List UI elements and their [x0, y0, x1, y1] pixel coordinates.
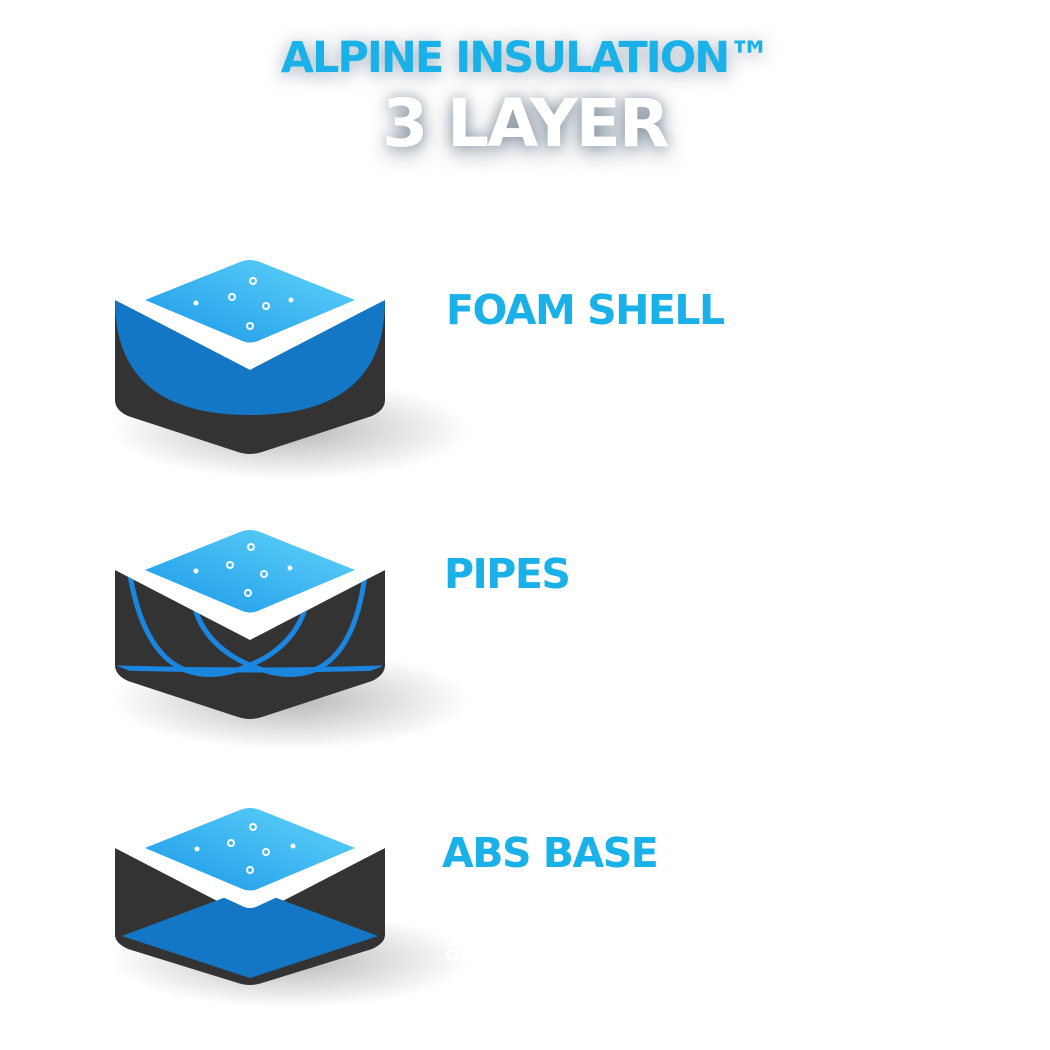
layer-title: ABS BASE [442, 829, 659, 877]
abs-base-cube-icon [110, 798, 470, 1008]
layer-description-line1: Sp [444, 614, 479, 645]
layer-title: PIPES [444, 550, 571, 598]
layer-description-line1: 2 [444, 893, 462, 924]
layer-description-line2: ar [444, 935, 472, 966]
layer-pipes: PIPES Sp wa [0, 0, 1050, 750]
layer-description-line2: wa [444, 656, 483, 687]
page-subtitle: 3 LAYER [382, 85, 669, 162]
layer-description-line1: Sc [446, 350, 478, 381]
foam-shell-cube-icon [110, 250, 470, 480]
layer-abs-base: ABS BASE 2 ar [0, 0, 1050, 1008]
layer-description-line2: hi [446, 392, 471, 423]
pipes-cube-icon [110, 520, 470, 750]
header: ALPINE INSULATION™ 3 LAYER [0, 30, 1050, 162]
layer-title: FOAM SHELL [446, 286, 725, 334]
page-title: ALPINE INSULATION™ [280, 33, 772, 83]
layer-foam-shell: FOAM SHELL Sc hi [0, 0, 1050, 480]
